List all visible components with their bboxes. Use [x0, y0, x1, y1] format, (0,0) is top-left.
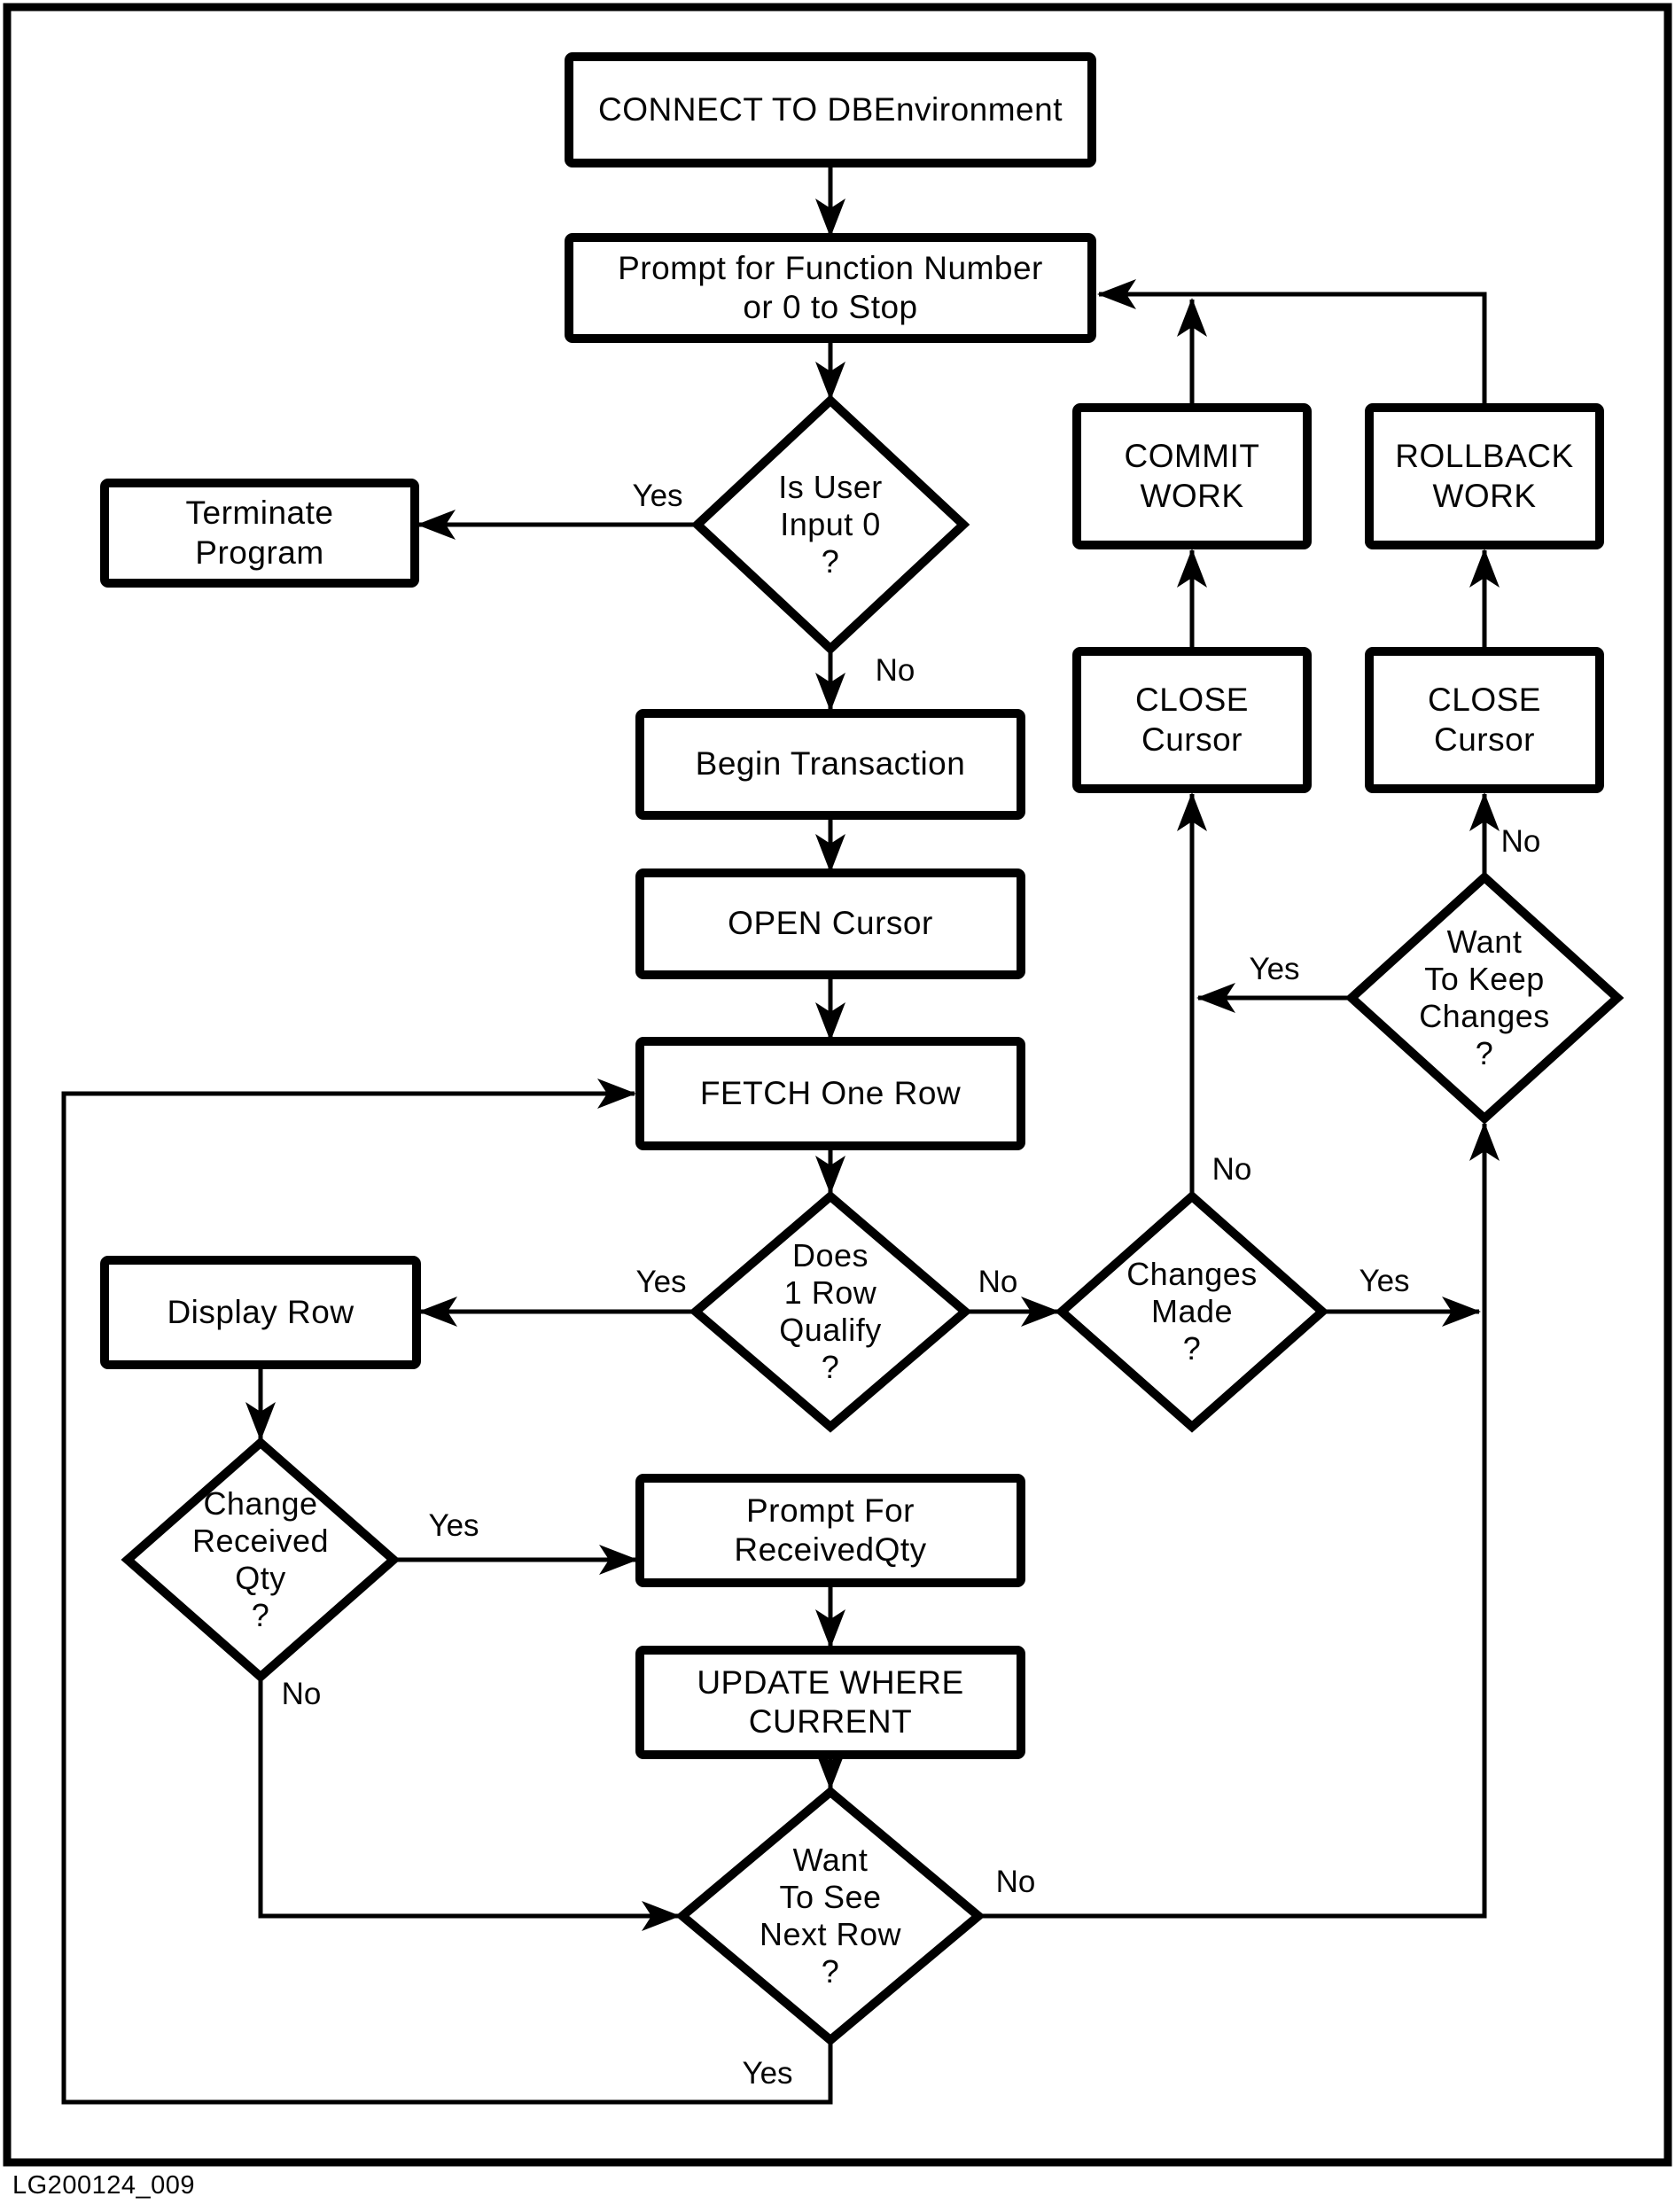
- node-terminate-label: Terminate Program: [185, 495, 334, 571]
- node-change-received-qty-diamond: [121, 1437, 401, 1683]
- node-begin-transaction-label: Begin Transaction: [695, 745, 966, 783]
- node-update-where-current-box: [635, 1646, 1025, 1759]
- node-changes-made-label: Changes Made ?: [1126, 1255, 1258, 1367]
- node-update-where-current-label: UPDATE WHERE CURRENT: [697, 1663, 964, 1740]
- edge-label-qualify-no: No: [978, 1265, 1018, 1299]
- edge-changeqty-no-nextrow: [258, 1678, 681, 1931]
- node-close-cursor-left-box: [1072, 647, 1312, 793]
- figure-id-caption: LG200124_009: [12, 2171, 195, 2200]
- node-rollback-work-label: ROLLBACK WORK: [1395, 438, 1574, 514]
- node-want-see-next-row-label: Want To See Next Row ?: [759, 1841, 902, 1990]
- node-does-1-row-qualify-diamond: [689, 1190, 972, 1433]
- node-want-see-next-row-diamond: [675, 1786, 986, 2046]
- edge-label-qualify-yes: Yes: [635, 1265, 687, 1299]
- node-fetch-one-row-box: [635, 1037, 1025, 1150]
- node-want-keep-changes-label: Want To Keep Changes ?: [1419, 923, 1550, 1072]
- edge-label-change-qty-no: No: [281, 1677, 322, 1711]
- node-commit-work-box: [1072, 403, 1312, 549]
- node-connect-box: [565, 52, 1096, 167]
- node-close-cursor-right-label: CLOSE Cursor: [1428, 682, 1541, 758]
- node-is-user-input-0-diamond: [690, 394, 970, 655]
- edge-label-keep-changes-no: No: [1500, 824, 1541, 859]
- node-begin-transaction-box: [635, 709, 1025, 820]
- node-does-1-row-qualify-label: Does 1 Row Qualify ?: [779, 1236, 882, 1386]
- edge-nextrow-no-keepchanges: [978, 1122, 1500, 1919]
- edge-label-changes-made-yes: Yes: [1359, 1264, 1410, 1298]
- edge-label-keep-changes-yes: Yes: [1249, 952, 1300, 986]
- node-commit-work-label: COMMIT WORK: [1124, 438, 1260, 514]
- node-display-row-label: Display Row: [167, 1293, 354, 1330]
- edge-rollback-return-prompt: [1097, 279, 1487, 406]
- edge-label-user-input-yes: Yes: [632, 479, 683, 513]
- node-display-row-box: [100, 1256, 421, 1369]
- node-changes-made-diamond: [1055, 1190, 1329, 1433]
- node-is-user-input-0-label: Is User Input 0 ?: [778, 468, 883, 580]
- node-close-cursor-right-box: [1365, 647, 1604, 793]
- edge-label-user-input-no: No: [875, 653, 915, 688]
- edge-nextrow-yes-fetch-loop: [61, 1079, 833, 2105]
- node-terminate-box: [100, 479, 419, 588]
- node-fetch-one-row-label: FETCH One Row: [699, 1074, 962, 1111]
- node-rollback-work-box: [1365, 403, 1604, 549]
- node-prompt-receivedqty-label: Prompt For ReceivedQty: [734, 1492, 927, 1568]
- node-prompt-receivedqty-box: [635, 1474, 1025, 1587]
- edge-label-next-row-yes: Yes: [742, 2056, 793, 2091]
- edge-label-changes-made-no: No: [1211, 1152, 1252, 1187]
- node-connect-label: CONNECT TO DBEnvironment: [598, 90, 1063, 128]
- node-want-keep-changes-diamond: [1344, 871, 1624, 1125]
- edge-label-next-row-no: No: [995, 1865, 1036, 1899]
- edge-label-change-qty-yes: Yes: [428, 1508, 479, 1543]
- node-prompt-function-label: Prompt for Function Number or 0 to Stop: [618, 249, 1043, 325]
- node-prompt-function-box: [565, 233, 1096, 343]
- node-open-cursor-label: OPEN Cursor: [728, 905, 933, 942]
- node-open-cursor-box: [635, 868, 1025, 979]
- node-change-received-qty-label: Change Received Qty ?: [191, 1484, 330, 1634]
- figure-border: [3, 3, 1672, 2167]
- node-close-cursor-left-label: CLOSE Cursor: [1135, 682, 1249, 758]
